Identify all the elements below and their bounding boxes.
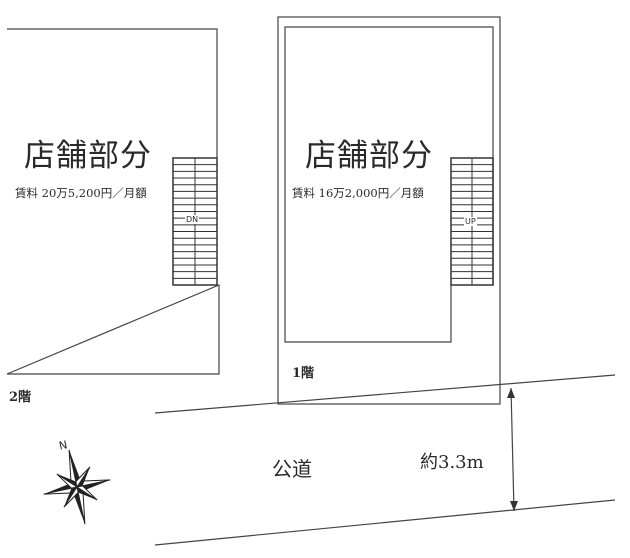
road-edge-south	[154, 499, 616, 546]
floor1-outer-wall	[277, 16, 501, 405]
compass-rose-icon	[43, 449, 111, 525]
road-width-dimension	[510, 387, 515, 512]
floor1-inner-wall	[284, 26, 494, 343]
road-label: 公道	[272, 457, 312, 481]
floor2-outline	[6, 28, 220, 375]
road-edge-north	[154, 374, 616, 414]
floor2-label: 2階	[9, 390, 32, 405]
floor2-stair-label: DN	[185, 215, 200, 224]
floor2-title: 店舗部分	[24, 138, 152, 174]
floor2-rent: 賃料 20万5,200円／月額	[15, 186, 147, 200]
floor1-title: 店舗部分	[305, 138, 433, 174]
road-width-label: 約3.3m	[420, 452, 484, 473]
floor1-label: 1階	[292, 366, 315, 381]
floor1-stairs	[450, 157, 494, 286]
floor1-rent: 賃料 16万2,000円／月額	[292, 186, 424, 200]
floor1-stair-label: UP	[464, 217, 477, 226]
